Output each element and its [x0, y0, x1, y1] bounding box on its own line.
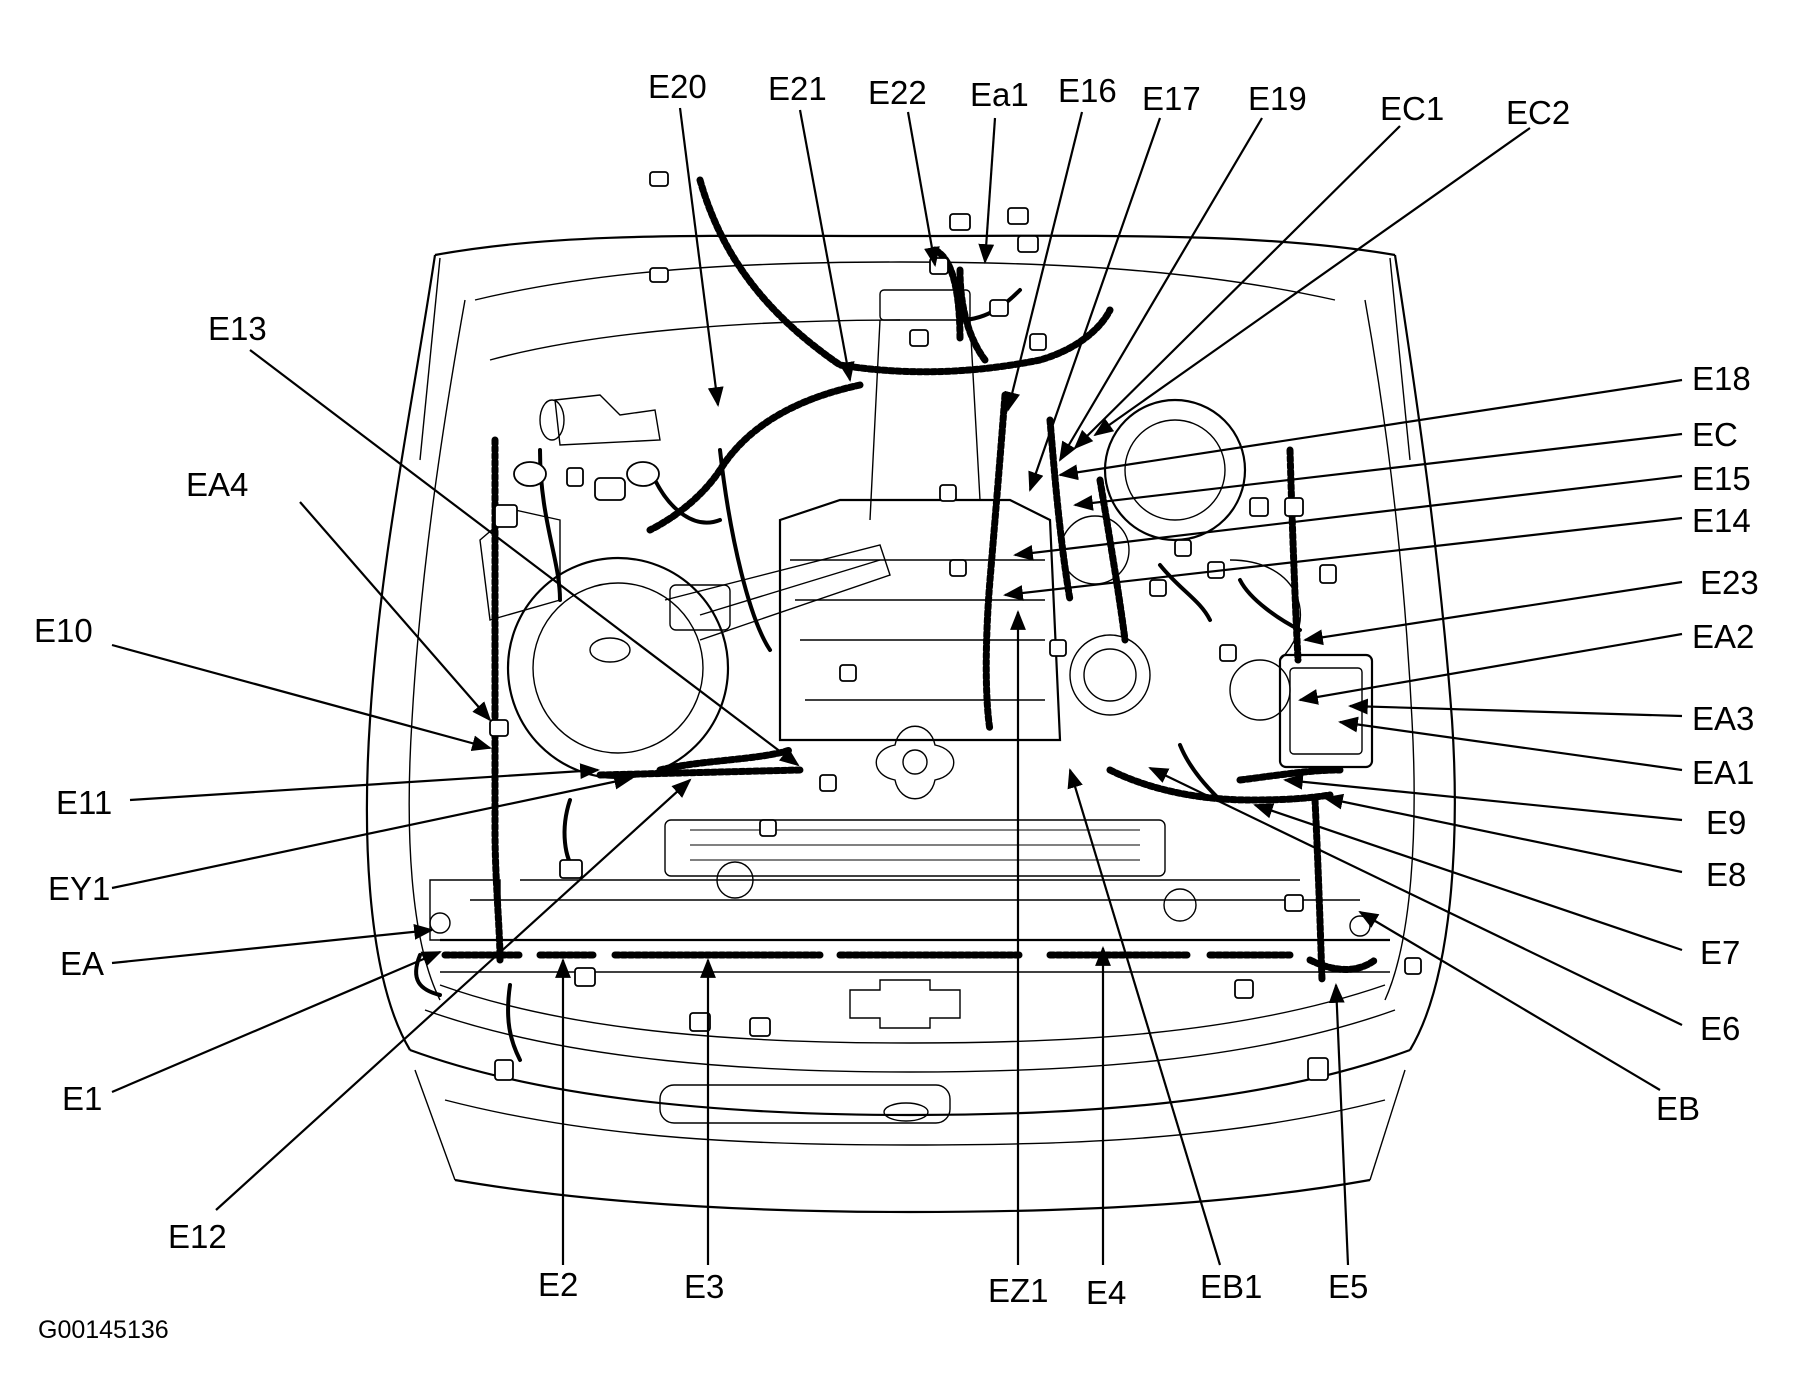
label-e3: E3: [684, 1268, 724, 1305]
label-e13: E13: [208, 310, 267, 347]
callout-labels: E20 E21 E22 Ea1 E16 E17 E19 EC1 EC2 E13 …: [34, 68, 1759, 1344]
label-ea3: EA3: [1692, 700, 1754, 737]
label-e6: E6: [1700, 1010, 1740, 1047]
label-e19: E19: [1248, 80, 1307, 117]
label-ea1-lower: Ea1: [970, 76, 1029, 113]
label-e2: E2: [538, 1266, 578, 1303]
label-ec1: EC1: [1380, 90, 1444, 127]
connector-bodies: [489, 171, 1422, 1081]
label-e4: E4: [1086, 1274, 1126, 1311]
label-ey1: EY1: [48, 870, 110, 907]
label-eb: EB: [1656, 1090, 1700, 1127]
wiring-harness: [414, 176, 1379, 1062]
label-e9: E9: [1706, 804, 1746, 841]
label-ec: EC: [1692, 416, 1738, 453]
label-e12: E12: [168, 1218, 227, 1255]
label-ea4: EA4: [186, 466, 248, 503]
label-e8: E8: [1706, 856, 1746, 893]
label-e15: E15: [1692, 460, 1751, 497]
label-e20: E20: [648, 68, 707, 105]
label-ea: EA: [60, 945, 104, 982]
label-e11: E11: [56, 784, 112, 821]
label-e23: E23: [1700, 564, 1759, 601]
label-eb1: EB1: [1200, 1268, 1262, 1305]
label-e21: E21: [768, 70, 827, 107]
figure-code: G00145136: [38, 1316, 169, 1344]
leader-arrows: [111, 107, 1683, 1266]
label-ea1: EA1: [1692, 754, 1754, 791]
label-ea2: EA2: [1692, 618, 1754, 655]
label-e22: E22: [868, 74, 927, 111]
label-ez1: EZ1: [988, 1272, 1049, 1309]
label-e17: E17: [1142, 80, 1201, 117]
vehicle-line-art: [365, 234, 1456, 1214]
label-ec2: EC2: [1506, 94, 1570, 131]
label-e18: E18: [1692, 360, 1751, 397]
label-e5: E5: [1328, 1268, 1368, 1305]
label-e16: E16: [1058, 72, 1117, 109]
label-e7: E7: [1700, 934, 1740, 971]
label-e14: E14: [1692, 502, 1751, 539]
label-e1: E1: [62, 1080, 102, 1117]
label-e10: E10: [34, 612, 93, 649]
